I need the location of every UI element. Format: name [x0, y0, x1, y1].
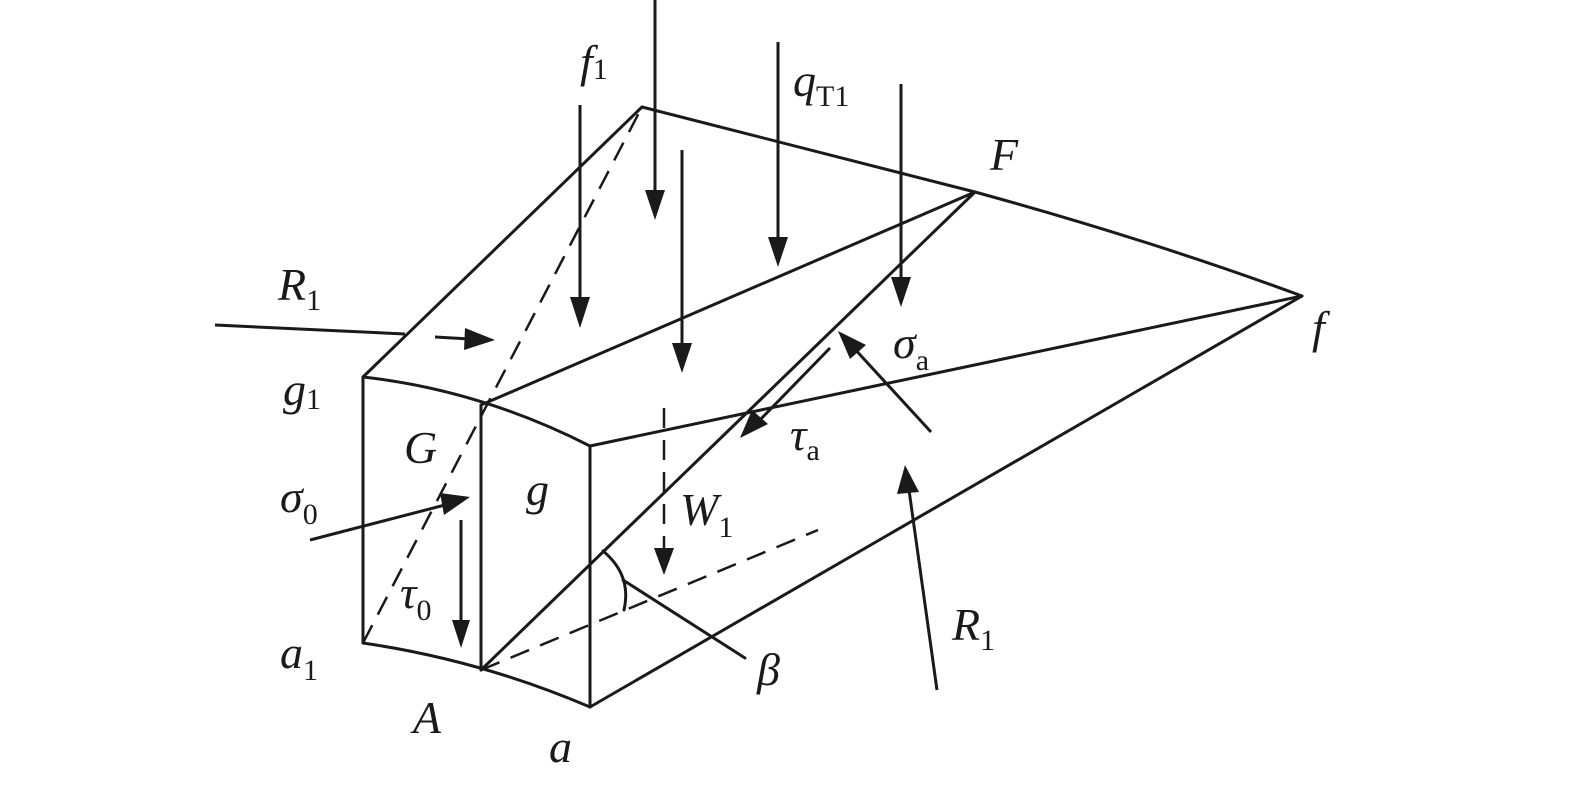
label-R1-left: R1	[277, 259, 321, 317]
edge-top-back	[640, 105, 977, 194]
label-qT1: qT1	[793, 55, 849, 113]
force-tau-a	[740, 346, 832, 438]
labels: f1 qT1 F f R1 σa g1 G τa g σ0 W1 τ0 R1	[277, 36, 1331, 772]
label-f1: f1	[580, 36, 608, 87]
arrow-top-4	[672, 150, 692, 373]
arrow-qT1	[768, 42, 788, 267]
beta-angle	[601, 549, 747, 660]
label-G: G	[404, 422, 437, 473]
label-sigma-0: σ0	[280, 471, 318, 531]
label-tau-0: τ0	[400, 567, 431, 627]
edge-A-F	[479, 190, 977, 672]
dashed-A-base	[480, 528, 819, 672]
edge-top-arc	[361, 375, 592, 448]
force-tau-0	[452, 520, 470, 648]
label-R1-right: R1	[951, 599, 995, 657]
arrow-top-5	[891, 84, 911, 307]
edge-G-F	[479, 190, 977, 407]
force-R1-left	[214, 323, 495, 350]
label-f: f	[1312, 302, 1331, 353]
label-beta: β	[756, 644, 780, 695]
R1-left-line	[214, 323, 406, 336]
label-g: g	[526, 464, 549, 515]
label-a: a	[549, 721, 572, 772]
label-W1: W1	[680, 484, 733, 544]
label-sigma-a: σa	[893, 317, 929, 377]
edge-g-f	[588, 294, 1304, 448]
edge-bottom-arc	[361, 641, 592, 709]
edge-g1-top	[361, 105, 644, 379]
label-g1: g1	[283, 364, 321, 416]
dashed-a1-top	[361, 106, 644, 644]
hidden-edges	[361, 106, 819, 672]
edge-curve-to-f	[973, 190, 1304, 298]
force-R1-right	[897, 465, 939, 691]
arrow-f1	[570, 105, 590, 328]
force-sigma-0	[309, 493, 470, 542]
block-edges	[361, 105, 1304, 709]
force-W1	[654, 548, 674, 575]
label-F: F	[989, 129, 1019, 180]
beta-angle-arc	[601, 549, 628, 612]
arrow-top-1	[645, 0, 665, 220]
top-load-arrows	[570, 0, 911, 373]
label-A: A	[410, 692, 442, 743]
label-tau-a: τa	[790, 409, 820, 467]
beta-leader-line	[621, 578, 747, 660]
label-a1: a1	[280, 627, 318, 687]
force-sigma-a	[838, 331, 933, 434]
edge-a-f	[588, 294, 1304, 709]
